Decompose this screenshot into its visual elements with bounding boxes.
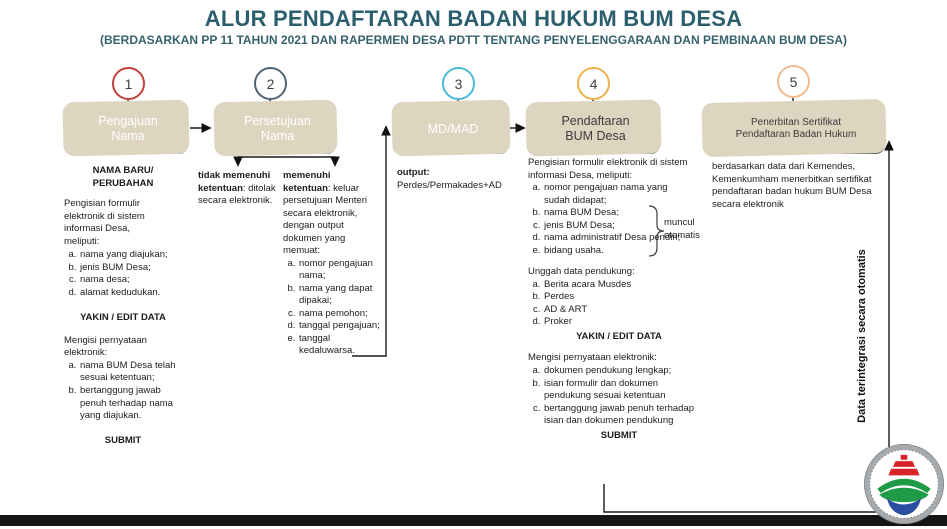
step2-accept-branch: memenuhi ketentuan: keluar persetujuan M…: [283, 170, 380, 358]
step5-box: Penerbitan Sertifikat Pendaftaran Badan …: [707, 104, 885, 154]
step1-paragraph-1: Pengisian formulir elektronik di sistem …: [64, 198, 145, 247]
step2-accept-text: : keluar persetujuan Menteri secara elek…: [283, 182, 367, 257]
step2-output-list: nomor pengajuan nama;nama yang dapat dip…: [283, 258, 380, 358]
logo-hands: [886, 498, 922, 516]
list-item: Berita acara Musdes: [543, 279, 695, 292]
list-item: Proker: [543, 316, 695, 329]
step2-reject-text: : ditolak secara elektronik.: [198, 182, 276, 207]
step1-list-1: nama yang diajukan;jenis BUM Desa;nama d…: [64, 249, 182, 299]
list-item: nama BUM Desa telah sesuai ketentuan;: [79, 360, 182, 385]
list-item: jenis BUM Desa;: [543, 220, 695, 233]
step3-number-circle: 3: [442, 67, 475, 100]
step4-detail: Pengisian formulir elektronik di sistem …: [528, 157, 710, 442]
data-integration-note: Data terintegrasi secara otomatis: [856, 249, 868, 423]
step1-list-2: nama BUM Desa telah sesuai ketentuan;ber…: [64, 360, 182, 423]
list-item: tanggal pengajuan;: [298, 320, 380, 333]
step1-number-circle: 1: [112, 67, 145, 100]
logo-roof-base: [888, 468, 920, 476]
step4-paragraph-3: Mengisi pernyataan elektronik:: [528, 352, 657, 364]
list-item: nama BUM Desa;: [543, 207, 695, 220]
logo-leaf-lower: [879, 487, 929, 503]
list-item: jenis BUM Desa;: [79, 262, 182, 275]
step4-action-yakin: YAKIN / EDIT DATA: [576, 330, 662, 342]
step3-output-value: Perdes/Permakades+AD: [397, 179, 502, 191]
list-item: bertanggung jawab penuh terhadap nama ya…: [79, 385, 182, 423]
list-item: nama desa;: [79, 274, 182, 287]
step4-box: Pendaftaran BUM Desa: [531, 104, 660, 154]
step3-detail: output: Perdes/Permakades+AD: [397, 167, 522, 192]
step4-box-label: Pendaftaran BUM Desa: [561, 114, 630, 143]
step2-box-label: Persetujuan Nama: [244, 114, 311, 143]
step5-detail: berdasarkan data dari Kemendes, Kemenkum…: [712, 161, 882, 211]
step5-paragraph: berdasarkan data dari Kemendes, Kemenkum…: [712, 161, 872, 210]
list-item: Perdes: [543, 291, 695, 304]
logo-leaf-upper: [877, 478, 931, 494]
list-item: nama yang dapat dipakai;: [298, 283, 380, 308]
step5-number-circle: 5: [777, 65, 810, 98]
step4-paragraph-2: Unggah data pendukung:: [528, 266, 635, 278]
auto-fill-note: muncul otomatis: [664, 217, 700, 241]
step1-heading: NAMA BARU/ PERUBAHAN: [92, 165, 154, 189]
list-item: nama yang diajukan;: [79, 249, 182, 262]
step2-number-circle: 2: [254, 67, 287, 100]
list-item: nomor pengajuan nama yang sudah didapat;: [543, 182, 695, 207]
step3-box: MD/MAD: [397, 104, 509, 154]
list-item: alamat kedudukan.: [79, 287, 182, 300]
page-subtitle: (BERDASARKAN PP 11 TAHUN 2021 DAN RAPERM…: [100, 33, 847, 47]
page-title: ALUR PENDAFTARAN BADAN HUKUM BUM DESA: [204, 6, 743, 31]
list-item: nama pemohon;: [298, 308, 380, 321]
step4-list-2: Berita acara MusdesPerdesAD & ARTProker: [528, 279, 695, 329]
step1-action-yakin: YAKIN / EDIT DATA: [80, 312, 166, 324]
step1-box-label: Pengajuan Nama: [98, 114, 158, 143]
step2-reject-lead: tidak memenuhi ketentuan: [198, 170, 271, 194]
step3-output-label: output:: [397, 167, 430, 178]
logo-roof-mid: [893, 461, 915, 467]
list-item: isian formulir dan dokumen pendukung ses…: [543, 378, 695, 403]
step2-reject-branch: tidak memenuhi ketentuan: ditolak secara…: [198, 170, 278, 208]
logo-ring-text: [869, 449, 939, 519]
logo-roof-top: [900, 454, 908, 460]
step5-box-label: Penerbitan Sertifikat Pendaftaran Badan …: [735, 117, 857, 140]
step4-number-circle: 4: [577, 67, 610, 100]
step4-list-3: dokumen pendukung lengkap;isian formulir…: [528, 365, 695, 428]
step1-box: Pengajuan Nama: [68, 104, 188, 154]
footer-bar: [0, 515, 947, 526]
step2-box: Persetujuan Nama: [219, 104, 336, 154]
list-item: AD & ART: [543, 304, 695, 317]
step1-action-submit: SUBMIT: [104, 434, 142, 446]
list-item: nomor pengajuan nama;: [298, 258, 380, 283]
list-item: bidang usaha.: [543, 245, 695, 258]
list-item: dokumen pendukung lengkap;: [543, 365, 695, 378]
list-item: bertanggung jawab penuh terhadap isian d…: [543, 403, 695, 428]
step4-action-submit: SUBMIT: [600, 429, 638, 441]
step4-paragraph-1: Pengisian formulir elektronik di sistem …: [528, 157, 688, 181]
list-item: tanggal kedaluwarsa.: [298, 333, 380, 358]
step3-box-label: MD/MAD: [427, 121, 479, 136]
step1-detail: NAMA BARU/ PERUBAHAN Pengisian formulir …: [64, 165, 182, 447]
step1-paragraph-2: Mengisi pernyataan elektronik:: [64, 334, 147, 359]
step2-accept-lead: memenuhi ketentuan: [283, 170, 331, 194]
kemendes-pdtt-logo: [864, 444, 944, 524]
